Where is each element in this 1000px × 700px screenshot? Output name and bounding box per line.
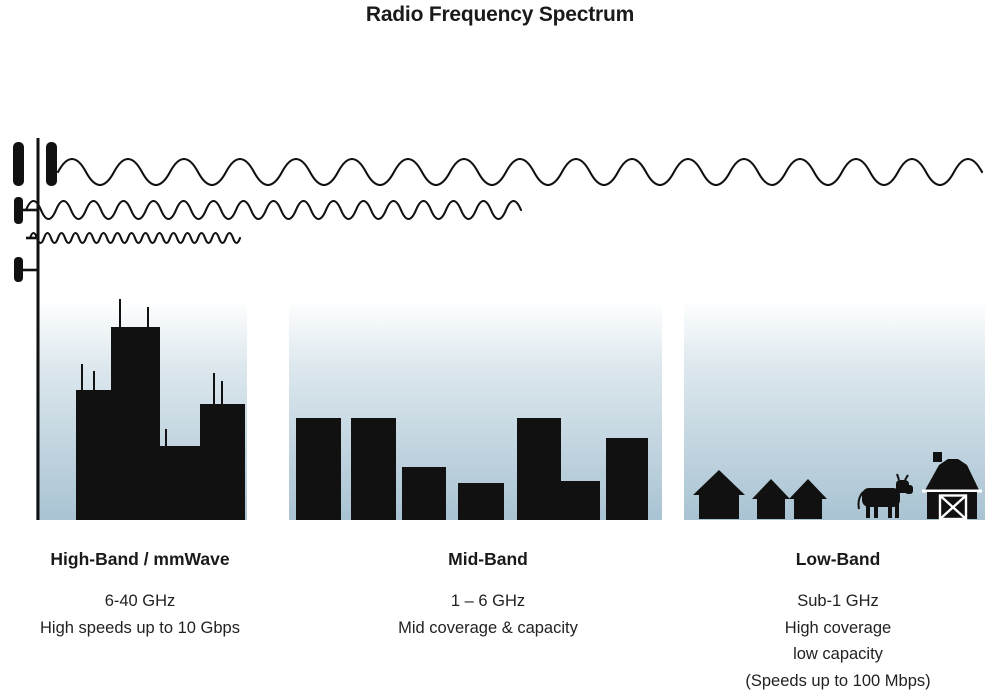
barn-cupola: [933, 452, 942, 462]
mid-band-caption: Mid-Band 1 – 6 GHz Mid coverage & capaci…: [363, 549, 613, 641]
band-frequency: 6-40 GHz: [104, 592, 176, 610]
house-body: [757, 496, 785, 519]
antenna-panel: [14, 197, 23, 224]
cow-snout: [905, 485, 913, 494]
diagram-title: Radio Frequency Spectrum: [365, 3, 635, 26]
tower-mast: [36, 138, 40, 520]
cow-tail: [857, 491, 864, 510]
city-skyline: [76, 299, 245, 520]
band-label: Mid-Band: [448, 549, 528, 569]
building: [606, 438, 648, 520]
house: [752, 479, 790, 519]
cow-body: [862, 488, 900, 507]
antenna-crossbar: [26, 236, 38, 240]
high-band-caption: High-Band / mmWave 6-40 GHz High speeds …: [25, 549, 255, 641]
building: [160, 446, 200, 520]
building: [402, 467, 446, 520]
cow-leg: [874, 503, 878, 518]
barn-door: [938, 494, 968, 521]
low-band-wave: [56, 157, 984, 187]
barn-door-crossbuck: [939, 494, 967, 520]
band-label: Low-Band: [795, 549, 881, 569]
building: [458, 483, 504, 520]
building: [76, 390, 111, 520]
antenna-panel: [14, 257, 23, 282]
cow-horn: [896, 473, 900, 481]
band-detail: low capacity: [793, 645, 883, 663]
cow-horn: [904, 474, 909, 481]
cow: [857, 473, 913, 518]
building: [561, 481, 600, 520]
building: [200, 404, 245, 520]
band-detail: Mid coverage & capacity: [398, 618, 578, 637]
house: [693, 470, 745, 519]
barn: [922, 452, 982, 521]
house-roof: [693, 470, 745, 495]
low-band-caption: Low-Band Sub-1 GHz High coverage low cap…: [703, 549, 973, 694]
midrise-buildings: [296, 418, 648, 520]
band-detail: High speeds up to 10 Gbps: [40, 618, 240, 637]
house-roof: [789, 479, 827, 499]
barn-roof-trim: [922, 489, 982, 493]
band-detail: (Speeds up to 100 Mbps): [745, 671, 931, 690]
barn-roof: [924, 459, 980, 492]
antenna-crossbar: [23, 208, 38, 212]
high-band-wave: [28, 231, 242, 245]
rural-scene: [693, 452, 982, 521]
band-detail: High coverage: [784, 618, 892, 637]
cow-leg: [888, 503, 892, 518]
cow-leg: [895, 503, 899, 518]
house: [789, 479, 827, 519]
building: [296, 418, 341, 520]
building: [111, 327, 160, 520]
band-frequency: 1 – 6 GHz: [450, 592, 526, 610]
cell-tower: [13, 138, 57, 520]
antenna-panel: [13, 142, 24, 186]
house-body: [794, 496, 822, 519]
antenna-panel: [46, 142, 57, 186]
band-frequency: Sub-1 GHz: [797, 592, 879, 610]
mid-band-wave: [24, 199, 523, 221]
band-label: High-Band / mmWave: [50, 549, 230, 569]
house-body: [699, 491, 739, 519]
antenna-crossbar: [23, 268, 38, 272]
building: [351, 418, 396, 520]
house-roof: [752, 479, 790, 499]
building: [517, 418, 561, 520]
cow-leg: [866, 503, 870, 518]
